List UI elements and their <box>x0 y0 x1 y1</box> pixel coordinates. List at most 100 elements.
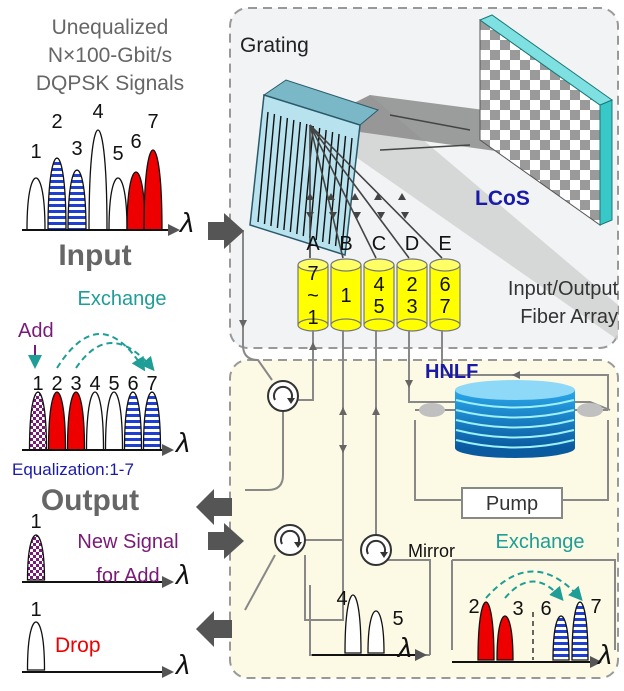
fiber-port-a: 7~1 <box>297 258 329 332</box>
drop-channel-1 <box>26 621 46 671</box>
exchange-channel-label-6: 6 <box>540 598 551 620</box>
input-channel-5 <box>108 177 128 231</box>
input-section-label: Input <box>58 239 131 272</box>
mirror-channel-label-4: 4 <box>336 588 347 610</box>
circulator-2 <box>274 524 306 556</box>
exchange-channel-label-7: 7 <box>590 596 601 618</box>
output-channel-label-3: 3 <box>70 373 81 395</box>
mirror-channel-label-5: 5 <box>392 608 403 630</box>
fiber-array-label-line2: Fiber Array <box>520 306 618 328</box>
fiber-port-e: 67 <box>429 258 461 332</box>
exchange-arc-inner <box>75 342 155 372</box>
output-spectrum-lambda: λ <box>174 427 190 458</box>
exchange-arc-lower-inner <box>504 580 564 602</box>
coupler-left <box>419 403 445 417</box>
grating-groove <box>283 119 295 231</box>
exchange-channel-6 <box>552 615 570 661</box>
port-channel-label: 7 <box>307 263 318 285</box>
exchange-channel-label-3: 3 <box>512 598 523 620</box>
pump-box <box>461 487 563 519</box>
grating-lcos-arrows <box>379 114 471 151</box>
fiber-port-c: 45 <box>363 258 395 332</box>
lcos-label: LCoS <box>475 187 530 210</box>
circulators <box>267 380 392 566</box>
drop-channel-label: 1 <box>30 599 41 621</box>
port-channel-label: 1 <box>340 285 351 307</box>
input-title-line2: N×100-Gbit/s <box>48 44 172 67</box>
add-spectrum-lambda: λ <box>174 559 190 590</box>
grating-groove <box>276 117 289 229</box>
add-channel-1 <box>26 534 46 581</box>
big-arrows <box>196 213 244 647</box>
input-channel-label-5: 5 <box>112 143 123 165</box>
input-channel-label-1: 1 <box>30 141 41 163</box>
input-channel-7 <box>143 149 163 231</box>
drop-spectrum: 1λ <box>22 599 190 680</box>
input-channel-label-4: 4 <box>92 101 103 123</box>
equalization-label: Equalization:1-7 <box>12 460 134 479</box>
output-channel-4 <box>85 391 105 451</box>
output-exchange-label: Exchange <box>78 288 167 310</box>
exchange-channel-3 <box>496 615 514 661</box>
port-channel-label: 3 <box>406 296 417 318</box>
input-channel-6 <box>126 171 146 231</box>
mirror-label: Mirror <box>408 541 455 561</box>
grating-label: Grating <box>240 34 309 57</box>
mirror-channel-5 <box>367 610 385 654</box>
input-title-line1: Unequalized <box>52 16 169 39</box>
input-channel-label-7: 7 <box>147 111 158 133</box>
input-channel-1 <box>26 177 46 231</box>
add-caption-line2: for Add <box>96 565 159 587</box>
add-caption-line1: New Signal <box>77 531 178 553</box>
pump-label: Pump <box>486 493 538 515</box>
port-channel-label: 4 <box>373 274 384 296</box>
exchange-spectrum-lambda: λ <box>596 639 612 670</box>
lower-exchange-label: Exchange <box>496 531 585 553</box>
output-channel-6 <box>123 391 143 451</box>
input-channel-label-3: 3 <box>71 138 82 160</box>
output-add-label: Add <box>18 320 54 342</box>
output-channel-label-5: 5 <box>108 373 119 395</box>
coupler-right <box>577 403 603 417</box>
input-spectrum-lambda: λ <box>178 207 194 238</box>
grating-groove <box>315 129 327 241</box>
port-letter-e: E <box>438 233 451 255</box>
hnlf-label: HNLF <box>425 361 478 383</box>
port-channel-label: 1 <box>307 307 318 329</box>
lcos-panel <box>478 14 614 226</box>
grating-fiber-rays <box>309 124 443 259</box>
hnlf-coil <box>455 380 575 458</box>
output-channel-label-6: 6 <box>127 373 138 395</box>
grating-groove <box>296 123 308 235</box>
grating-groove <box>321 131 334 243</box>
input-arrow <box>208 213 244 249</box>
grating-groove <box>289 121 302 233</box>
exchange-channel-label-2: 2 <box>468 596 479 618</box>
mirror-spectrum-lambda: λ <box>396 632 412 663</box>
input-channel-3 <box>67 169 87 231</box>
mirror-channel-4 <box>344 594 362 654</box>
port-letter-c: C <box>372 233 386 255</box>
input-channel-label-6: 6 <box>130 131 141 153</box>
output-section-label: Output <box>41 484 139 517</box>
drop-spectrum-lambda: λ <box>174 649 190 680</box>
circulator-3 <box>360 534 392 566</box>
ray-arrowheads <box>306 193 409 219</box>
output-channel-label-1: 1 <box>32 373 43 395</box>
port-letter-d: D <box>405 233 419 255</box>
output-channel-label-2: 2 <box>51 373 62 395</box>
exchange-channel-7 <box>571 601 589 661</box>
beam-to-lcos <box>310 95 618 340</box>
output-channel-1 <box>28 391 48 451</box>
port-letter-a: A <box>306 233 320 255</box>
port-channel-label: 5 <box>373 296 384 318</box>
drop-arrow <box>196 611 232 647</box>
grating-groove <box>302 125 314 237</box>
grating-groove <box>341 137 353 249</box>
